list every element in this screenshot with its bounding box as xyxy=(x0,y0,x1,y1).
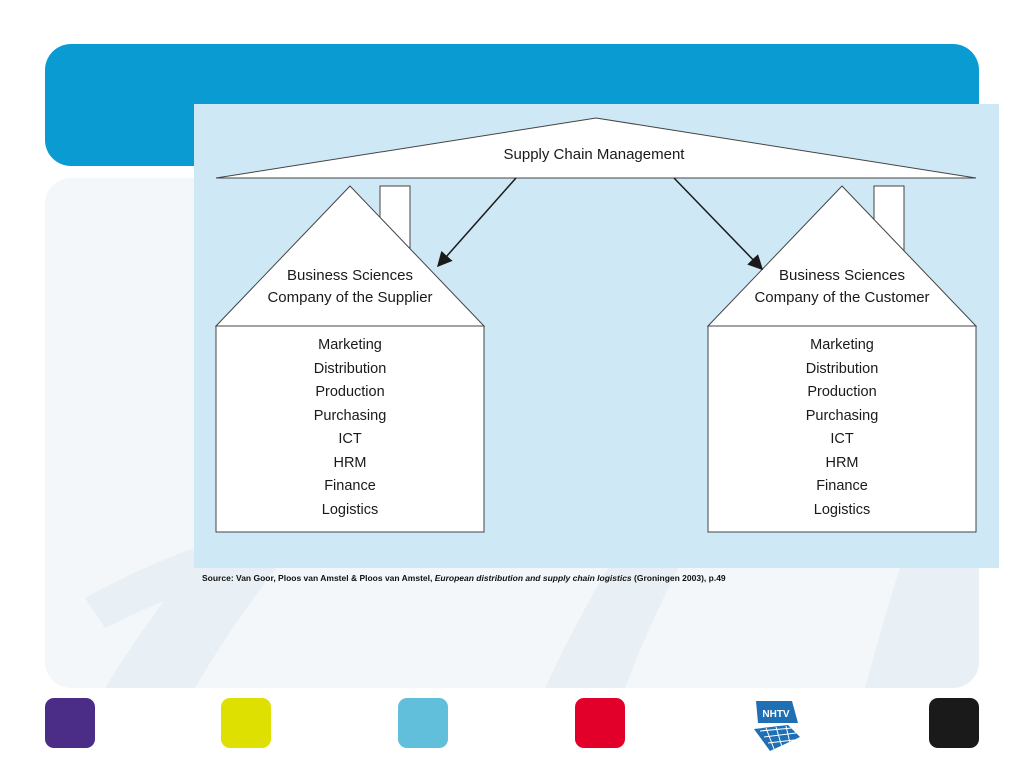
supplier-body xyxy=(215,325,485,533)
swatch-light-blue xyxy=(398,698,448,748)
list-item: Finance xyxy=(324,478,376,494)
diagram-panel: Supply Chain Management Business Science… xyxy=(194,104,999,568)
source-title: European distribution and supply chain l… xyxy=(434,573,632,583)
customer-title-line1: Business Sciences xyxy=(779,267,905,284)
supplier-title: Business Sciences Company of the Supplie… xyxy=(216,265,484,309)
list-item: Distribution xyxy=(805,360,879,377)
arrow-to-customer xyxy=(673,177,764,271)
list-item: Logistics xyxy=(813,501,871,518)
customer-title: Business Sciences Company of the Custome… xyxy=(708,265,976,309)
list-item: Production xyxy=(807,384,877,400)
supplier-function-list: Marketing Distribution Production Purcha… xyxy=(216,334,484,522)
diagram-lines xyxy=(214,117,978,533)
swatch-yellow xyxy=(221,698,271,748)
source-prefix: Source: Van Goor, Ploos van Amstel & Plo… xyxy=(202,573,435,583)
list-item: Marketing xyxy=(810,337,874,353)
list-item: Production xyxy=(315,384,385,400)
supplier-title-line1: Business Sciences xyxy=(287,267,413,284)
list-item: Logistics xyxy=(321,501,379,518)
scm-roof xyxy=(215,117,977,179)
customer-function-list: Marketing Distribution Production Purcha… xyxy=(708,334,976,522)
source-citation: Source: Van Goor, Ploos van Amstel & Plo… xyxy=(202,573,726,583)
scm-label: Supply Chain Management xyxy=(503,146,685,163)
source-suffix: (Groningen 2003), p.49 xyxy=(631,573,726,583)
supplier-title-line2: Company of the Supplier xyxy=(267,289,433,306)
customer-body xyxy=(707,325,977,533)
list-item: ICT xyxy=(338,431,362,447)
swatch-black xyxy=(929,698,979,748)
list-item: HRM xyxy=(333,454,367,471)
list-item: Finance xyxy=(816,478,868,494)
logo-text: NHTV xyxy=(762,709,790,720)
list-item: Marketing xyxy=(318,337,382,353)
customer-title-line2: Company of the Customer xyxy=(754,289,930,306)
nhtv-logo: NHTV xyxy=(754,701,800,751)
list-item: Distribution xyxy=(313,360,387,377)
list-item: Purchasing xyxy=(313,407,387,424)
list-item: ICT xyxy=(830,431,854,447)
list-item: Purchasing xyxy=(805,407,879,424)
arrow-to-supplier xyxy=(437,177,517,268)
swatch-purple xyxy=(45,698,95,748)
swatch-red xyxy=(575,698,625,748)
list-item: HRM xyxy=(825,454,859,471)
